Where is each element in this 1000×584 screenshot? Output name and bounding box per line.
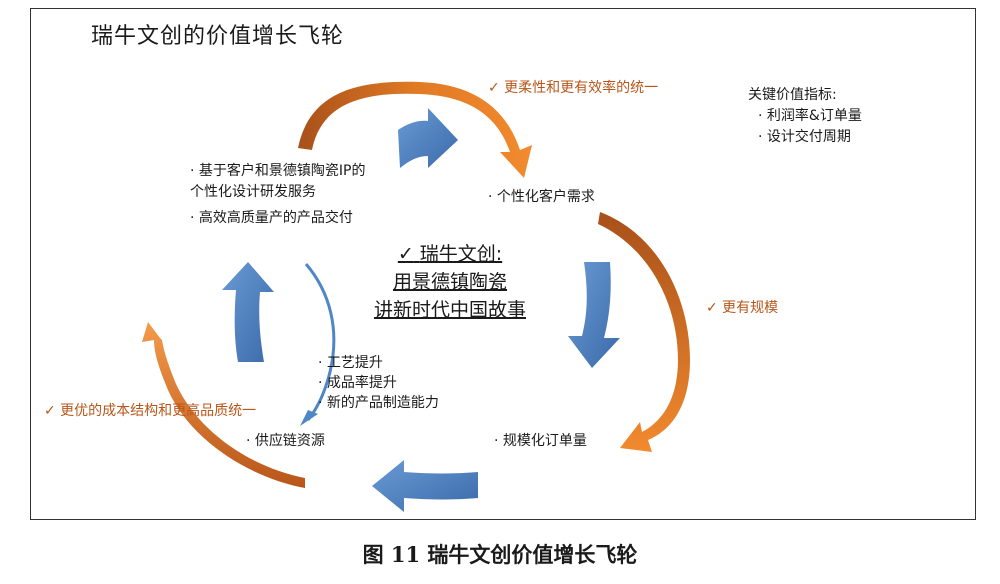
diagram-title: 瑞牛文创的价值增长飞轮 <box>91 24 345 49</box>
node-top-left-line1: · 基于客户和景德镇陶瓷IP的 <box>190 163 366 179</box>
outcome-top: ✓ 更柔性和更有效率的统一 <box>488 80 659 96</box>
center-line2: 用景德镇陶瓷 <box>392 271 507 293</box>
center-line1: ✓ 瑞牛文创: <box>397 243 503 265</box>
node-bottom-right: · 规模化订单量 <box>494 433 587 449</box>
center-statement: ✓ 瑞牛文创: 用景德镇陶瓷 讲新时代中国故事 <box>345 240 555 324</box>
figure-caption: 图 11 瑞牛文创价值增长飞轮 <box>362 542 638 567</box>
outcome-right: ✓ 更有规模 <box>706 300 779 316</box>
left-orange-arc-arrow <box>142 322 305 488</box>
inner-blue-arc <box>304 263 336 421</box>
node-top-right: · 个性化客户需求 <box>488 189 595 205</box>
top-blue-arrow <box>398 108 458 168</box>
center-line3: 讲新时代中国故事 <box>373 299 526 321</box>
kpi-item-cycle: · 设计交付周期 <box>758 129 851 145</box>
node-top-left-line3: · 高效高质量产的产品交付 <box>190 210 353 226</box>
node-top-left-line2: 个性化设计研发服务 <box>190 184 316 200</box>
bottom-blue-arrow <box>372 460 478 512</box>
top-orange-arc-arrow <box>298 81 532 178</box>
kpi-heading: 关键价值指标: <box>748 87 837 103</box>
right-blue-arrow <box>568 262 620 368</box>
kpi-item-margin: · 利润率&订单量 <box>758 108 862 124</box>
inner-item-capability: · 新的产品制造能力 <box>318 395 439 411</box>
node-bottom-left: · 供应链资源 <box>246 433 325 449</box>
inner-item-yield: · 成品率提升 <box>318 375 397 391</box>
center-check: ✓ <box>397 243 414 265</box>
inner-blue-arrowhead <box>300 410 318 426</box>
outcome-left: ✓ 更优的成本结构和更高品质统一 <box>44 403 257 419</box>
diagram-frame <box>30 8 976 520</box>
left-blue-arrow <box>222 262 274 362</box>
right-orange-arc-arrow <box>598 212 690 452</box>
inner-item-process: · 工艺提升 <box>318 355 383 371</box>
